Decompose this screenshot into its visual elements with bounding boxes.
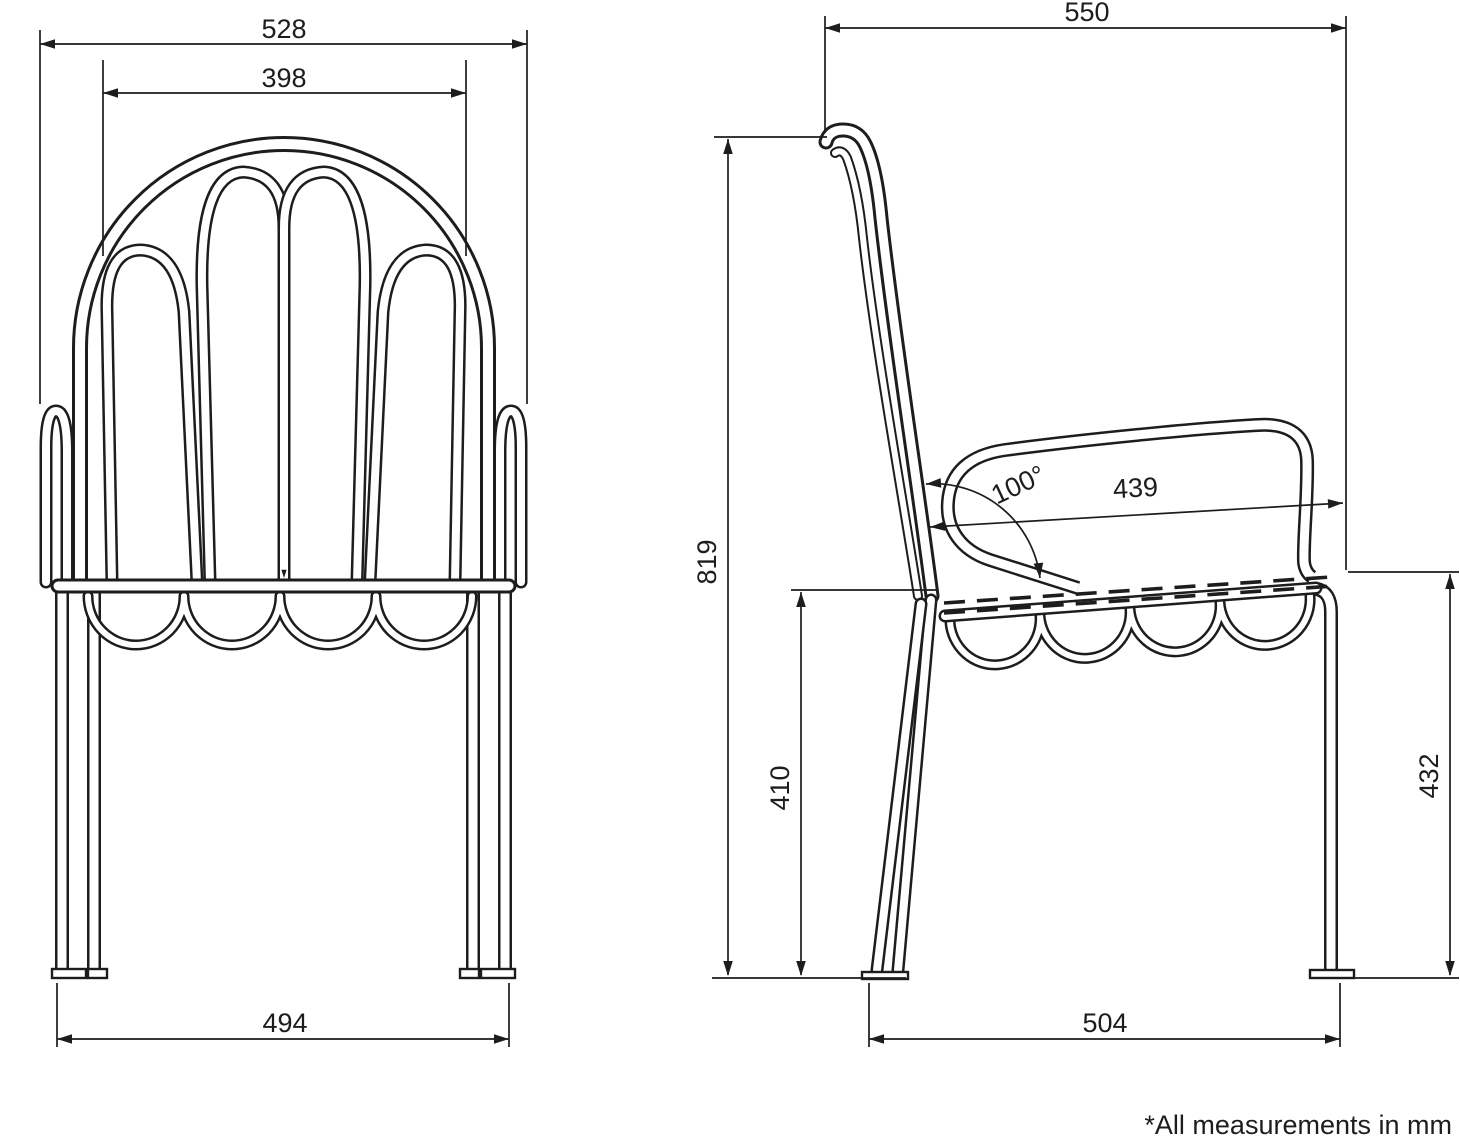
front-overall-width-label: 528 — [261, 14, 306, 44]
side-front-leg-height-label: 432 — [1414, 753, 1444, 798]
units-note: *All measurements in mm — [1144, 1110, 1452, 1140]
side-back-foot-plate — [860, 970, 910, 981]
front-view: 528 398 494 — [39, 14, 528, 1047]
front-foot-plate — [86, 967, 109, 980]
front-chair-frame — [46, 144, 521, 980]
front-dimensions: 528 398 494 — [39, 14, 528, 1047]
front-foot-span-label: 494 — [262, 1008, 307, 1038]
front-backrest-width-label: 398 — [261, 63, 306, 93]
side-view: 550 819 410 432 439 100° — [692, 0, 1459, 1047]
side-foot-span-label: 504 — [1082, 1008, 1127, 1038]
side-overall-depth-label: 550 — [1064, 0, 1109, 27]
front-foot-plate — [50, 967, 88, 980]
front-foot-plate — [458, 967, 481, 980]
front-foot-plate — [479, 967, 517, 980]
side-dimensions: 550 819 410 432 439 100° — [692, 0, 1459, 1047]
side-seat-depth-label: 439 — [1112, 472, 1159, 505]
side-seat-height-label: 410 — [765, 765, 795, 810]
side-backrest-angle-label: 100° — [987, 459, 1050, 510]
side-overall-height-label: 819 — [692, 539, 722, 584]
side-chair-frame — [826, 130, 1356, 981]
side-front-foot-plate — [1308, 968, 1356, 980]
